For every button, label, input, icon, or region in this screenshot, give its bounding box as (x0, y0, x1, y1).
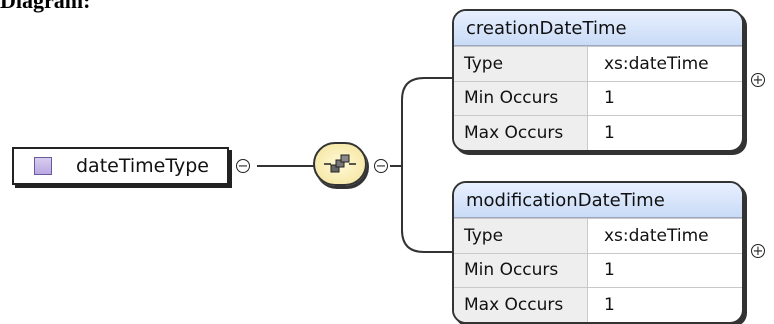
property-value: 1 (604, 88, 615, 109)
property-key: Min Occurs (454, 81, 588, 115)
property-key: Type (454, 219, 588, 253)
property-row: Type xs:dateTime (454, 46, 742, 81)
sequence-compositor[interactable] (313, 142, 367, 186)
element-name: modificationDateTime (454, 183, 742, 218)
root-complex-type[interactable]: dateTimeType (12, 147, 229, 185)
complex-type-icon (34, 157, 52, 175)
element-card-creation-datetime[interactable]: creationDateTime Type xs:dateTime Min Oc… (452, 9, 744, 152)
modification-expand-toggle-icon[interactable]: + (751, 243, 765, 259)
property-row: Max Occurs 1 (454, 115, 742, 150)
element-name: creationDateTime (454, 11, 742, 46)
property-row: Max Occurs 1 (454, 287, 742, 322)
property-row: Min Occurs 1 (454, 80, 742, 115)
creation-expand-toggle-icon[interactable]: + (751, 72, 765, 88)
sequence-icon (324, 154, 356, 173)
property-value: 1 (604, 260, 615, 281)
diagram-heading: Diagram: (0, 0, 91, 13)
property-key: Type (454, 47, 588, 81)
sequence-collapse-toggle-icon[interactable]: − (374, 158, 388, 174)
root-collapse-toggle-icon[interactable]: − (236, 158, 250, 174)
property-key: Min Occurs (454, 253, 588, 287)
root-type-name: dateTimeType (76, 155, 209, 177)
property-key: Max Occurs (454, 288, 588, 322)
property-value: xs:dateTime (604, 53, 709, 74)
property-value: 1 (604, 122, 615, 143)
property-row: Type xs:dateTime (454, 218, 742, 253)
property-value: 1 (604, 294, 615, 315)
property-row: Min Occurs 1 (454, 252, 742, 287)
property-key: Max Occurs (454, 116, 588, 150)
property-value: xs:dateTime (604, 225, 709, 246)
element-card-modification-datetime[interactable]: modificationDateTime Type xs:dateTime Mi… (452, 181, 744, 324)
